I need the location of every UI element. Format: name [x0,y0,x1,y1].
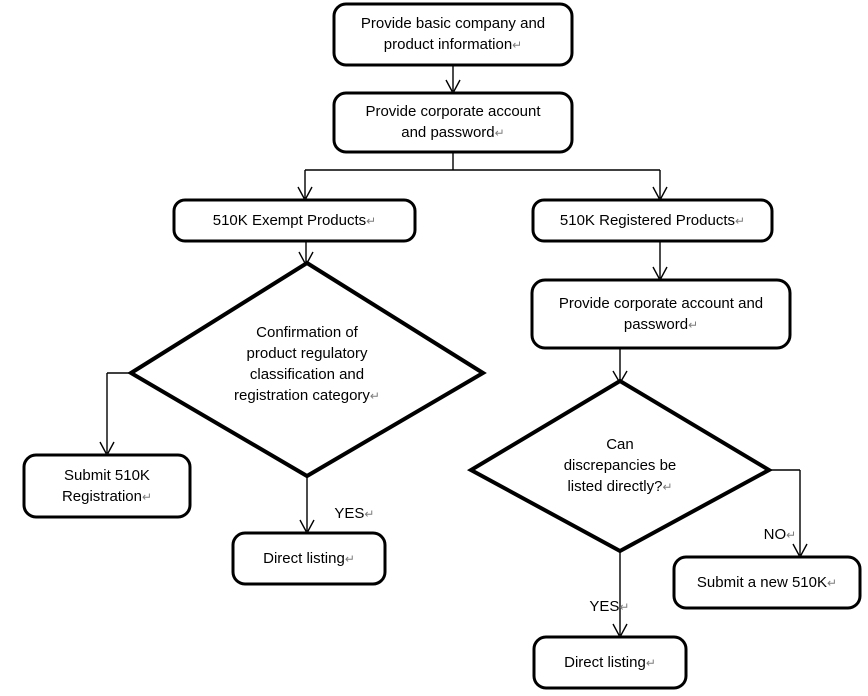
edge-split-to-exempt-products [297,170,313,202]
edge-confirmation-to-submit-510k [99,372,133,457]
node-direct-listing-left[interactable] [231,531,387,586]
node-confirmation-decision[interactable] [127,260,487,479]
node-direct-listing-bottom[interactable] [532,635,688,690]
node-corporate-account-top[interactable] [332,91,574,154]
return-mark: ↵ [786,528,797,542]
edge-split-to-registered-products [652,170,668,202]
edge-basic-info-to-corporate-account [445,65,461,95]
return-mark: ↵ [364,507,375,521]
edge-label-no-discrepancies: NO↵ [763,526,797,543]
node-registered-products[interactable] [531,198,774,243]
edge-confirmation-to-direct-listing-yes [299,475,315,535]
node-discrepancies-decision[interactable] [466,378,774,554]
node-submit-new-510k[interactable] [672,555,862,610]
return-mark: ↵ [619,600,630,614]
node-corporate-account-right[interactable] [530,278,792,350]
edge-corporate-account-to-split [305,152,660,171]
node-submit-510k-registration[interactable] [22,453,192,519]
node-exempt-products[interactable] [172,198,417,243]
edge-label-yes-discrepancies: YES↵ [589,598,630,615]
edge-registered-products-to-corporate-account [652,241,668,282]
edge-corporate-account-to-discrepancies [612,348,628,385]
edge-label-yes-confirmation: YES↵ [334,505,375,522]
node-basic-info[interactable] [332,2,574,67]
